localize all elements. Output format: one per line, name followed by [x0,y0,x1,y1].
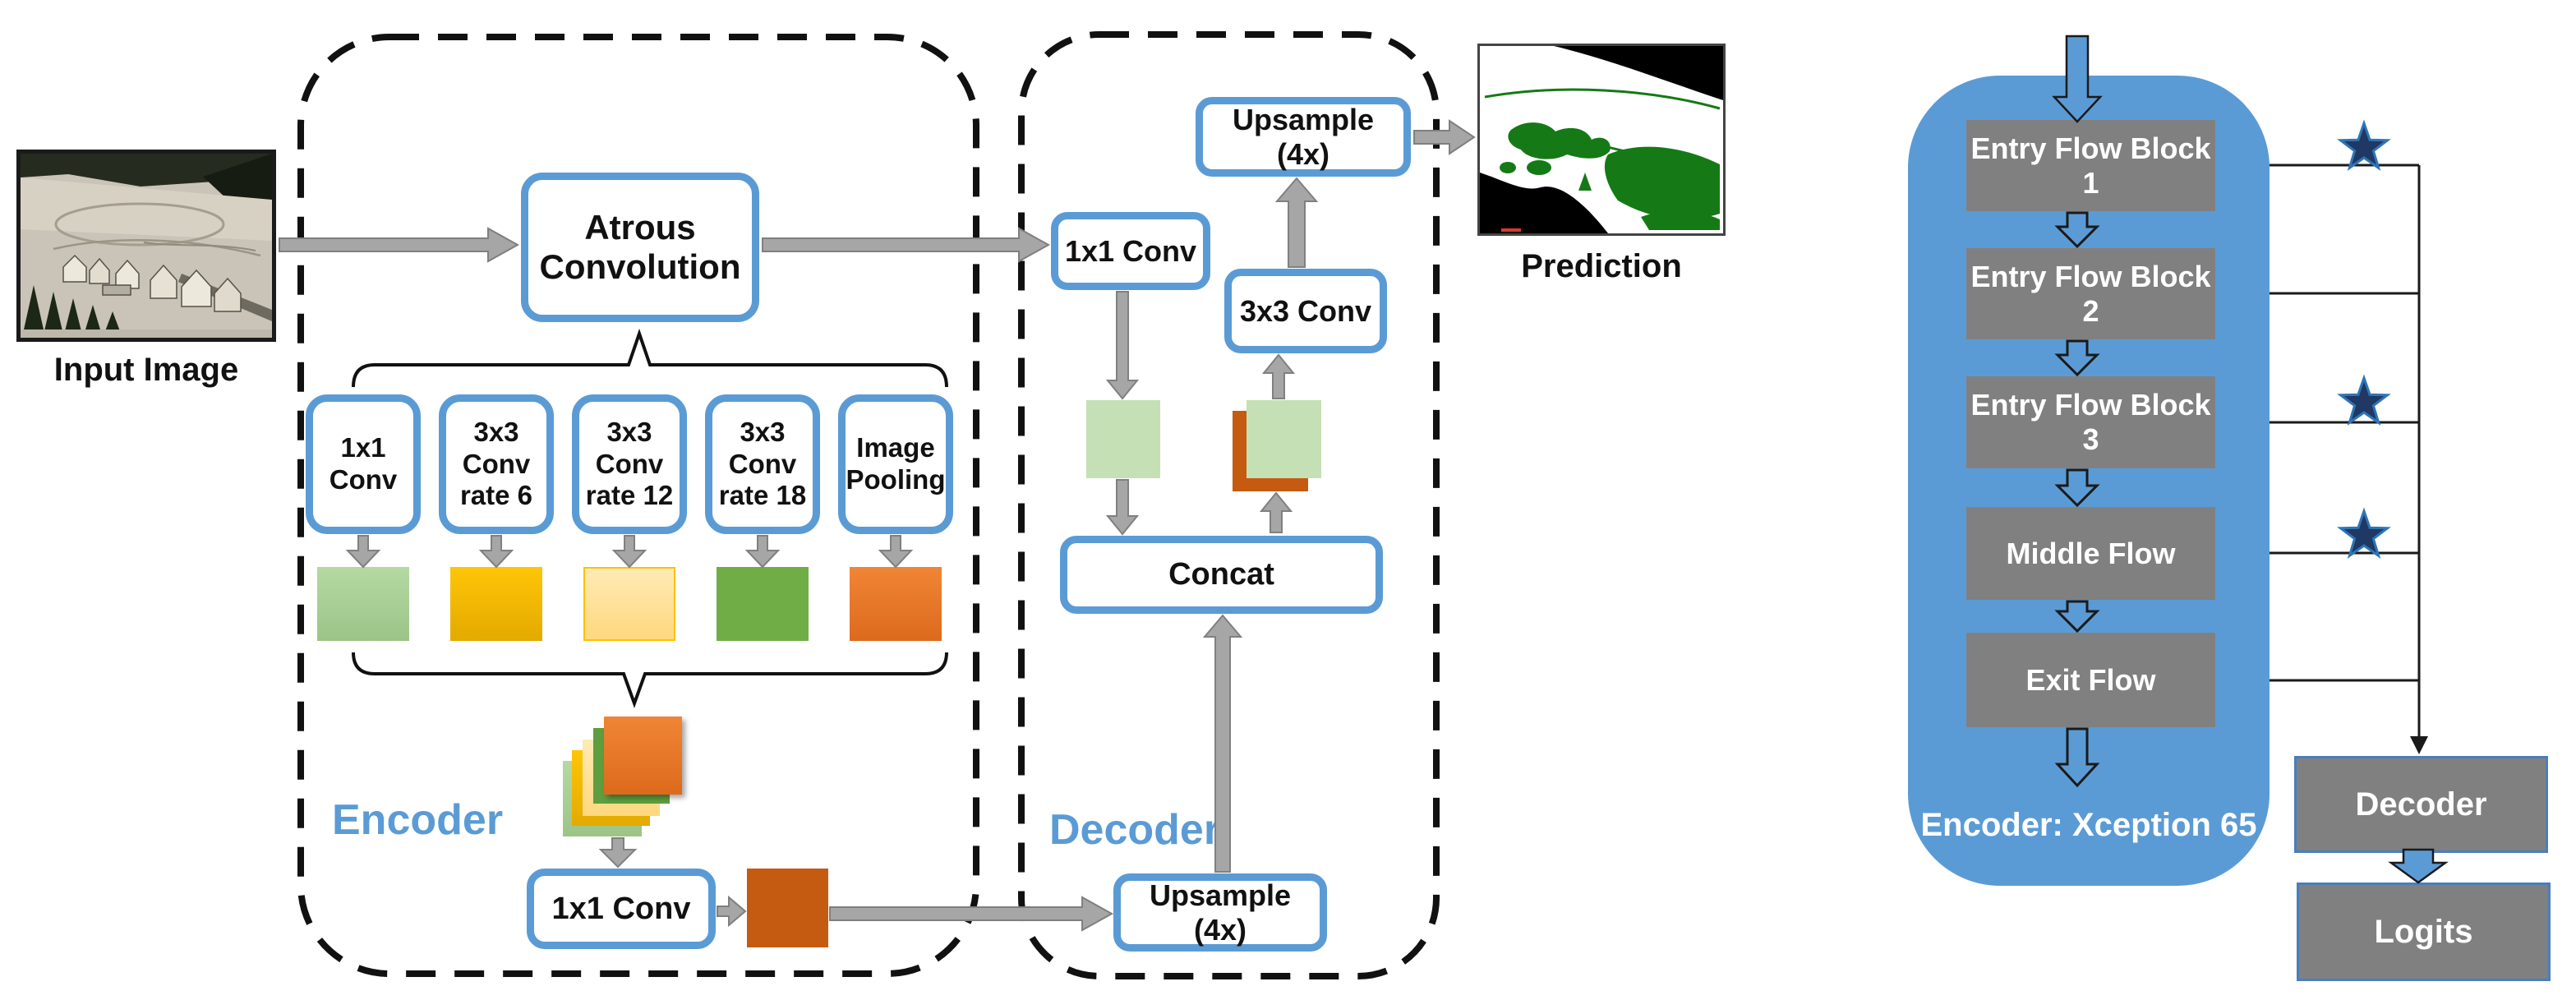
branch-box-3x3-rate6: 3x3 Conv rate 6 [439,394,554,534]
arrow-upsample-to-prediction [1413,119,1476,155]
xception-block-entry-flow-3: Entry Flow Block 3 [1966,376,2215,468]
decoder-label: Decoder [1049,806,1221,854]
arrow-dec1x1-to-green [1105,291,1140,400]
xception-caption: Encoder: Xception 65 [1920,807,2257,843]
arrow-encoder-to-upsample [829,896,1114,932]
star-icon [2337,507,2391,559]
skip-feature-square-green [1247,400,1321,478]
prediction-art [1480,46,1723,233]
arrow-branch1-to-square [345,535,381,569]
xception-logits-label: Logits [2374,913,2473,950]
branch-box-image-pooling: Image Pooling [838,394,953,534]
houses [62,254,242,312]
encoder-label: Encoder [332,796,504,844]
branch-box-3x3-rate18: 3x3 Conv rate 18 [705,394,820,534]
rink-track [54,202,225,247]
prediction-image [1477,44,1726,236]
projection-label: 1x1 Conv [551,891,691,926]
stack-layer-orange [604,717,682,795]
arrow-1x1-to-brown-square [717,895,747,928]
xception-skip-lines [2270,164,2421,743]
xception-block-entry-flow-1: Entry Flow Block 1 [1966,120,2215,211]
upsample-bottom-label: Upsample (4x) [1149,878,1292,947]
branch-label: 3x3 Conv rate 12 [585,416,674,511]
star-icon [2337,374,2391,426]
bracket-features-bottom [352,652,948,708]
arrow-branch5-to-square [878,535,914,569]
prediction-red-mark [1501,228,1521,232]
block-label: Entry Flow Block 1 [1970,131,2211,200]
branch-label: 3x3 Conv rate 6 [459,416,533,511]
decoder-upsample-top-box: Upsample (4x) [1196,97,1411,177]
encoder-output-square-brown [747,869,828,947]
input-photo-art [21,154,272,338]
skip-feature-brown-l-horizontal [1233,477,1308,491]
arrowhead-trunk-to-decoder [2410,736,2428,754]
prediction-black-top [1554,46,1723,100]
block-label: Entry Flow Block 2 [1970,259,2211,328]
xception-logits-box: Logits [2297,882,2551,981]
block-label: Entry Flow Block 3 [1970,388,2211,456]
arrow-3x3-to-upsample [1274,177,1319,268]
feature-square-gold [450,567,542,641]
feature-square-pale-yellow [583,567,675,641]
branch-label: Image Pooling [846,432,946,495]
arrow-stack-to-projection [598,837,638,869]
prediction-green-line [1484,88,1721,110]
xception-block-middle-flow: Middle Flow [1966,507,2215,600]
track-line-2 [143,242,256,251]
block-label: Middle Flow [2006,536,2176,570]
arrow-branch4-to-square [744,535,781,569]
branch-label: 3x3 Conv rate 18 [718,416,807,511]
feature-square-orange [850,567,942,641]
foreground-snow [21,329,272,338]
decoder-3x3-label: 3x3 Conv [1239,293,1372,328]
input-image-label: Input Image [53,352,239,388]
prediction-black-spike [1482,176,1502,233]
encoder-projection-1x1-conv-box: 1x1 Conv [527,869,716,949]
atrous-convolution-label: Atrous Convolution [539,208,741,286]
branch-label: 1x1 Conv [329,432,398,495]
decoder-feature-square-green [1086,400,1160,478]
decoder-upsample-bottom-box: Upsample (4x) [1113,873,1327,952]
branch-box-1x1-conv: 1x1 Conv [306,394,421,534]
input-photo [16,150,276,342]
star-icon [2337,119,2391,171]
track-line [53,239,261,257]
bracket-branches-top [352,328,948,388]
upsample-top-label: Upsample (4x) [1232,102,1375,171]
xception-block-entry-flow-2: Entry Flow Block 2 [1966,248,2215,339]
arrow-decoder-to-logits [2388,848,2449,884]
feature-square-light-green [317,567,409,641]
arrow-branch2-to-square [478,535,514,569]
xception-decoder-box: Decoder [2294,756,2548,853]
xception-decoder-label: Decoder [2355,786,2487,823]
block-label: Exit Flow [2025,662,2156,697]
feature-square-green [717,567,809,641]
arrow-green-to-concat [1105,479,1140,536]
star-icons [2337,119,2391,559]
arrow-input-to-atrous [279,227,520,263]
xception-block-exit-flow: Exit Flow [1966,633,2215,727]
prediction-black-bottom [1480,173,1608,233]
atrous-convolution-box: Atrous Convolution [521,173,759,322]
prediction-green-blobs [1500,122,1720,230]
forest-strip [21,154,272,200]
arrow-skip-to-3x3 [1261,353,1296,399]
snow-bank [21,177,272,241]
branch-box-3x3-rate12: 3x3 Conv rate 12 [572,394,687,534]
concat-box: Concat [1060,536,1383,614]
arrow-concat-to-skip [1259,491,1293,533]
arrow-branch3-to-square [611,535,647,569]
decoder-3x3-conv-box: 3x3 Conv [1224,269,1387,353]
concat-label: Concat [1168,557,1274,592]
decoder-1x1-label: 1x1 Conv [1064,233,1197,268]
decoder-1x1-conv-box: 1x1 Conv [1051,212,1210,290]
arrow-atrous-to-decoder [762,227,1051,263]
prediction-label: Prediction [1521,248,1682,284]
